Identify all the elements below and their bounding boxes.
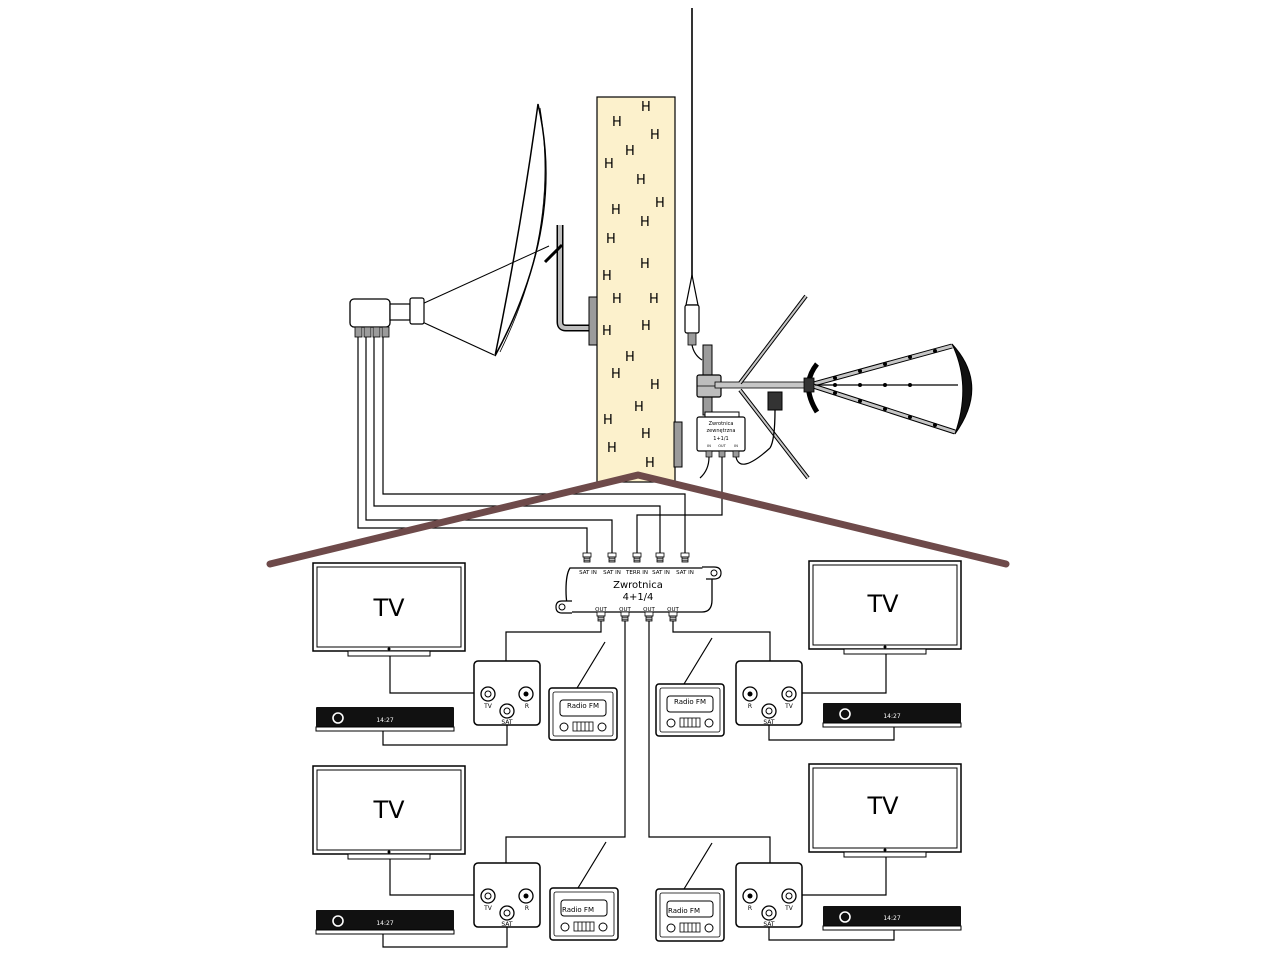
wall-mark: H [625, 144, 635, 159]
radio-top-right: Radio FM [655, 637, 725, 737]
outdoor-port-label: IN [734, 444, 738, 448]
socket-tv-label: TV [483, 905, 493, 912]
outdoor-port-label: IN [707, 444, 711, 448]
wall-socket-top-left: TV R SAT [473, 660, 541, 726]
splitter-input-label: SAT IN [579, 570, 597, 576]
wall-mark: H [650, 378, 660, 393]
radio-bottom-right: Radio FM [655, 842, 725, 942]
terrestrial-antenna [673, 8, 973, 480]
room-top-left: TV 14:27 TV R SAT Radio FM [312, 562, 618, 741]
wall-mark: H [645, 456, 655, 471]
wall-socket-bottom-left: TV R SAT [473, 862, 541, 928]
socket-tv-label: TV [784, 905, 794, 912]
decoder-top-left: 14:27 [315, 706, 455, 732]
tv-label: TV [372, 796, 405, 824]
wall-mark: H [655, 196, 665, 211]
wall-mark: H [611, 203, 621, 218]
wall-mark: H [604, 157, 614, 172]
tv-bottom-right: TV [808, 763, 962, 858]
splitter-input-label: TERR IN [625, 570, 648, 576]
tv-label: TV [372, 594, 405, 622]
room-top-right: TV 14:27 R TV SAT Radio FM [655, 560, 962, 737]
wall-mark: H [650, 128, 660, 143]
radio-bottom-left: Radio FM [549, 841, 619, 941]
wall-mark: H [602, 324, 612, 339]
radio-label: Radio FM [567, 702, 599, 710]
socket-tv-label: TV [483, 703, 493, 710]
splitter-input-label: SAT IN [676, 570, 694, 576]
main-splitter: SAT IN SAT IN TERR IN SAT IN SAT IN Zwro… [555, 552, 722, 622]
splitter-input-label: SAT IN [652, 570, 670, 576]
wall-mark: H [640, 215, 650, 230]
wall-mark: H [612, 115, 622, 130]
radio-top-left: Radio FM [548, 641, 618, 741]
tv-bottom-left: TV [312, 765, 466, 860]
wall-mark: H [634, 400, 644, 415]
decoder-bottom-left: 14:27 [315, 909, 455, 935]
wall-mark: H [602, 269, 612, 284]
roof [266, 471, 1010, 568]
socket-r-label: R [525, 905, 529, 912]
socket-sat-label: SAT [501, 921, 513, 928]
outdoor-splitter-line3: 1+1/1 [713, 436, 728, 442]
socket-sat-label: SAT [763, 719, 775, 726]
tv-label: TV [866, 792, 899, 820]
radio-label: Radio FM [674, 698, 706, 706]
decoder-time: 14:27 [883, 713, 900, 720]
socket-r-label: R [748, 703, 752, 710]
splitter-title: Zwrotnica [613, 580, 663, 591]
splitter-output-label: OUT [619, 607, 631, 613]
wall-mark: H [649, 292, 659, 307]
outdoor-splitter: Zwrotnica zewnętrzna 1+1/1 IN OUT IN [696, 411, 746, 458]
wall-mark: H [612, 292, 622, 307]
outdoor-splitter-line1: Zwrotnica [709, 421, 734, 427]
room-bottom-left: TV 14:27 TV R SAT Radio FM [312, 765, 619, 941]
outdoor-port-label: OUT [718, 444, 726, 448]
tv-top-left: TV [312, 562, 466, 657]
wall-mark: H [641, 319, 651, 334]
splitter-input-label: SAT IN [603, 570, 621, 576]
decoder-time: 14:27 [376, 920, 393, 927]
splitter-subtitle: 4+1/4 [623, 592, 654, 603]
tv-label: TV [866, 590, 899, 618]
splitter-output-label: OUT [667, 607, 679, 613]
wall-mark: H [640, 257, 650, 272]
socket-sat-label: SAT [501, 719, 513, 726]
wall-body [596, 96, 676, 483]
decoder-top-right: 14:27 [822, 702, 962, 728]
socket-tv-label: TV [784, 703, 794, 710]
socket-r-label: R [525, 703, 529, 710]
decoder-time: 14:27 [376, 717, 393, 724]
socket-sat-label: SAT [763, 921, 775, 928]
wall-mark: H [603, 413, 613, 428]
tv-top-right: TV [808, 560, 962, 655]
wall-mark: H [607, 441, 617, 456]
splitter-output-label: OUT [595, 607, 607, 613]
splitter-output-label: OUT [643, 607, 655, 613]
wall-mark: H [641, 100, 651, 115]
wall: H H H H H H H H H H H H H H H H H H H H … [596, 96, 676, 483]
wall-mark: H [606, 232, 616, 247]
distribution-cables [382, 621, 895, 948]
radio-label: Radio FM [562, 906, 594, 914]
outdoor-splitter-line2: zewnętrzna [707, 428, 736, 434]
room-bottom-right: TV 14:27 R TV SAT Radio FM [655, 763, 962, 942]
wall-socket-bottom-right: R TV SAT [735, 862, 803, 928]
wall-mark: H [641, 427, 651, 442]
radio-label: Radio FM [668, 907, 700, 915]
wall-mark: H [636, 173, 646, 188]
satellite-dish [349, 103, 598, 357]
wall-marks: H H H H H H H H H H H H H H H H H H H H … [602, 100, 665, 471]
wall-mark: H [625, 350, 635, 365]
lnb [349, 297, 425, 338]
decoder-time: 14:27 [883, 915, 900, 922]
wall-socket-top-right: R TV SAT [735, 660, 803, 726]
decoder-bottom-right: 14:27 [822, 905, 962, 931]
socket-r-label: R [748, 905, 752, 912]
feed-cables [357, 337, 771, 555]
wall-mark: H [611, 367, 621, 382]
